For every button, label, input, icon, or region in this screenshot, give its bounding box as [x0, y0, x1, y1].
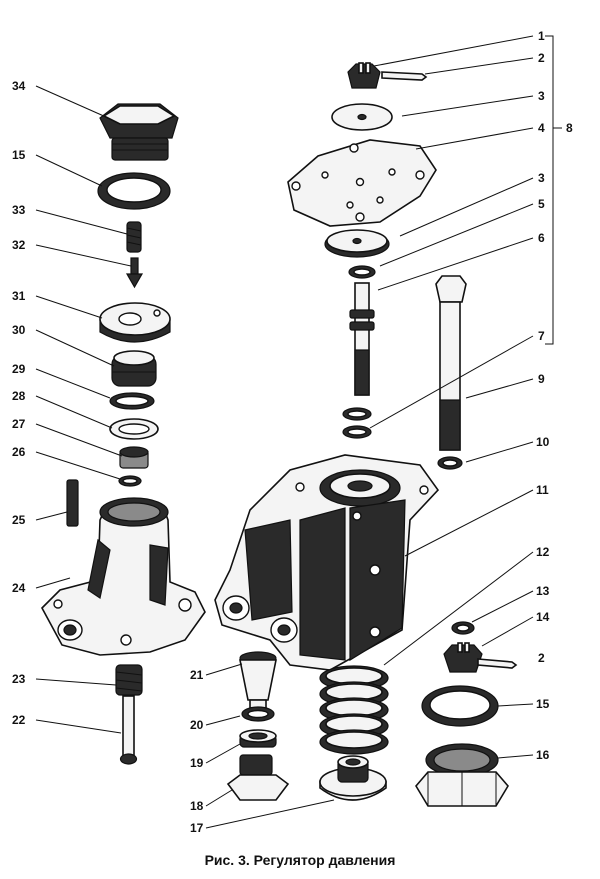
part-long-bolt	[435, 275, 467, 451]
part-plug-18	[226, 754, 290, 801]
callout-3: 3	[538, 89, 545, 103]
callout-34: 34	[12, 79, 26, 93]
part-valve-pin	[125, 257, 144, 289]
callout-14: 14	[536, 610, 550, 624]
part-small-spring	[126, 221, 142, 253]
callout-33: 33	[12, 203, 26, 217]
part-castle-nut-14	[443, 642, 483, 673]
callout-21: 21	[190, 668, 204, 682]
callout-32: 32	[12, 238, 26, 252]
callout-15-left: 15	[12, 148, 26, 162]
callout-5: 5	[538, 197, 545, 211]
part-plate-lower	[324, 229, 390, 258]
callout-6: 6	[538, 231, 545, 245]
callout-25: 25	[12, 513, 26, 527]
callout-27: 27	[12, 417, 26, 431]
part-main-body	[214, 454, 440, 671]
callout-12: 12	[536, 545, 550, 559]
part-nut-27	[119, 446, 149, 469]
part-spring-seat	[319, 755, 387, 801]
callout-numbers: 1 2 3 4 8 3 5 6 7 9 10 11 12 13 14 2 15 …	[12, 29, 573, 835]
callout-3b: 3	[538, 171, 545, 185]
part-large-plug	[415, 743, 509, 807]
callout-31: 31	[12, 289, 26, 303]
callout-28: 28	[12, 389, 26, 403]
part-cotter-pin-lower	[477, 658, 518, 669]
callout-29: 29	[12, 362, 26, 376]
callout-23: 23	[12, 672, 26, 686]
callout-13: 13	[536, 584, 550, 598]
callout-30: 30	[12, 323, 26, 337]
part-bushing-19	[239, 729, 277, 748]
part-cap	[99, 103, 179, 161]
callout-9: 9	[538, 372, 545, 386]
part-large-spring	[319, 665, 389, 755]
part-push-rod	[119, 695, 138, 765]
part-plunger	[111, 350, 157, 387]
callout-24: 24	[12, 581, 26, 595]
part-valve-seat	[99, 302, 171, 343]
callout-1: 1	[538, 29, 545, 43]
part-castle-nut	[347, 62, 381, 89]
part-valve-stem	[349, 282, 375, 396]
figure-caption: Рис. 3. Регулятор давления	[204, 852, 396, 868]
part-cotter-pin-top	[381, 71, 428, 81]
callout-8: 8	[566, 121, 573, 135]
part-dowel-pin	[66, 479, 79, 527]
callout-10: 10	[536, 435, 550, 449]
callout-7: 7	[538, 329, 545, 343]
callout-16: 16	[536, 748, 550, 762]
callout-2: 2	[538, 51, 545, 65]
leader-lines	[35, 35, 562, 829]
callout-15-right: 15	[536, 697, 550, 711]
callout-11: 11	[536, 483, 549, 497]
callout-2b: 2	[538, 651, 545, 665]
callout-22: 22	[12, 713, 26, 727]
callout-19: 19	[190, 756, 204, 770]
callout-4: 4	[538, 121, 545, 135]
part-diaphragm	[287, 139, 437, 227]
callout-17: 17	[190, 821, 204, 835]
callout-18: 18	[190, 799, 204, 813]
callout-20: 20	[190, 718, 204, 732]
part-cone-valve	[239, 651, 277, 709]
callout-26: 26	[12, 445, 26, 459]
part-lower-housing	[41, 497, 206, 656]
part-spring-23	[115, 664, 143, 696]
